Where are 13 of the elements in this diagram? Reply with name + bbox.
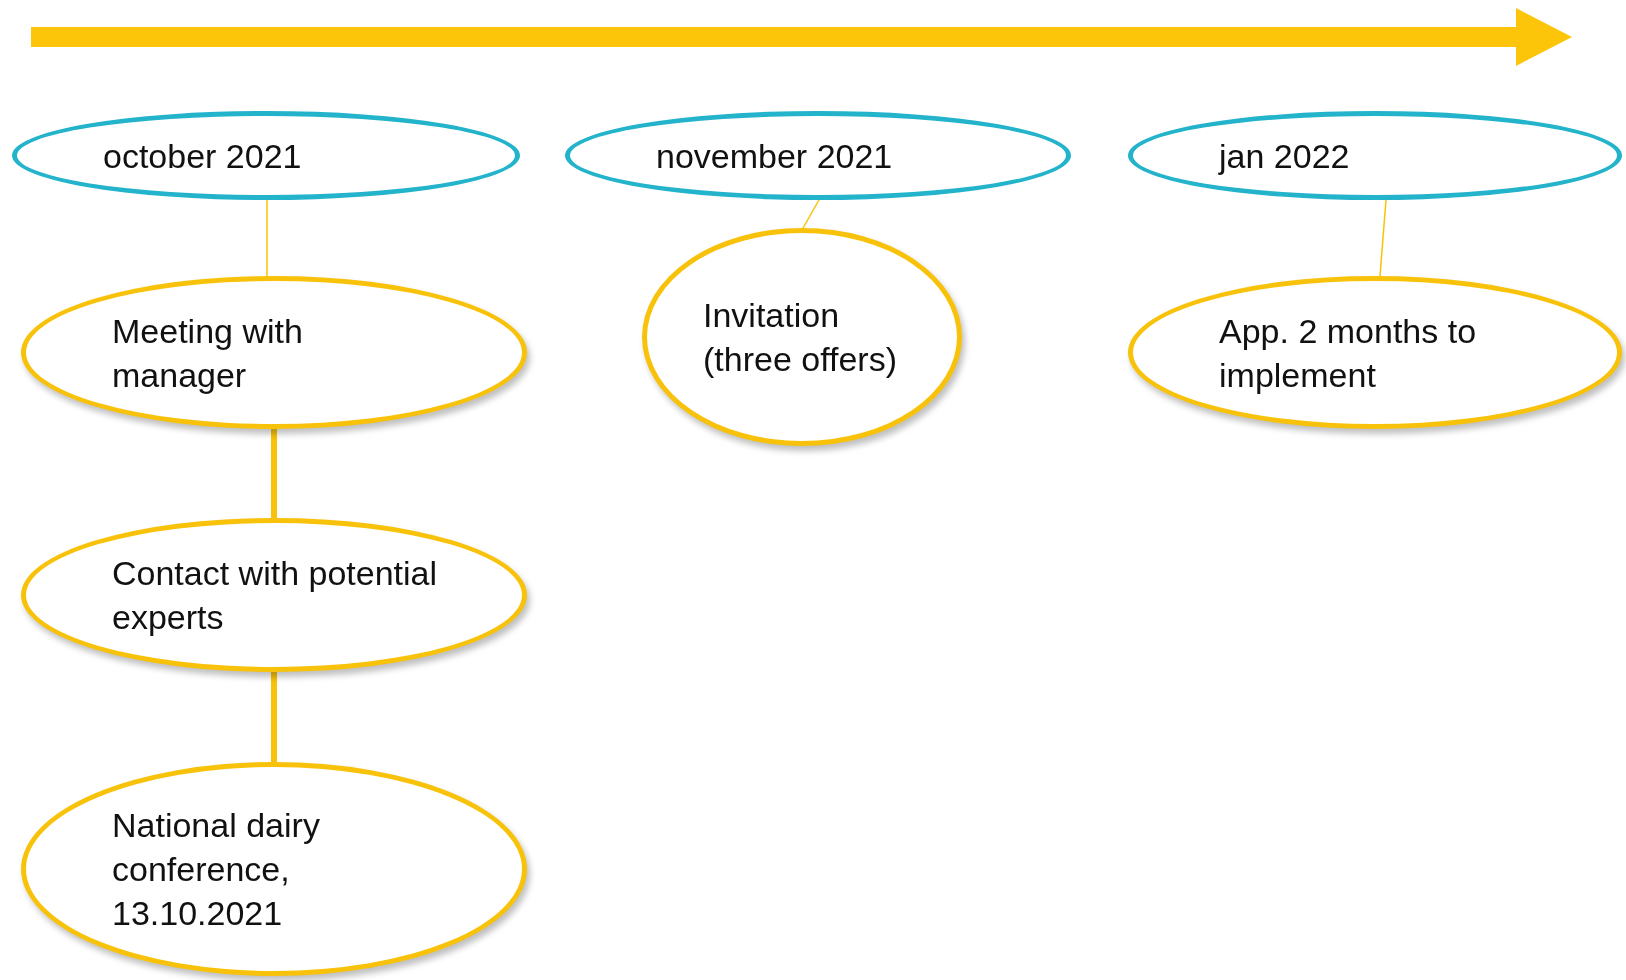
connector-line bbox=[271, 672, 277, 762]
event-text: october 2021 bbox=[103, 135, 303, 177]
event-text: november 2021 bbox=[656, 135, 894, 177]
connector-line bbox=[271, 429, 277, 518]
event-text: App. 2 months to implement bbox=[1219, 310, 1478, 396]
event-text: Invitation (three offers) bbox=[703, 295, 898, 380]
connector-line bbox=[1379, 199, 1387, 277]
event-text: National dairy conference, 13.10.2021 bbox=[112, 805, 321, 934]
connector-line bbox=[802, 199, 820, 229]
event-text: jan 2022 bbox=[1219, 135, 1351, 177]
event-text: Meeting with manager bbox=[112, 310, 304, 396]
event-text: Contact with potential experts bbox=[112, 553, 439, 638]
connector-line bbox=[266, 199, 268, 277]
